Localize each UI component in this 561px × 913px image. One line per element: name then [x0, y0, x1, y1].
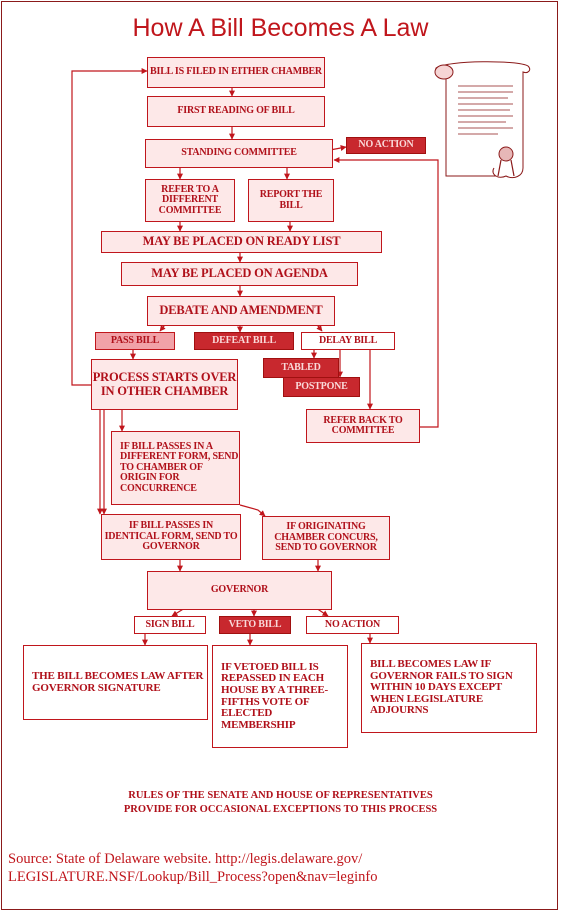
exceptions-note-line-1: RULES OF THE SENATE AND HOUSE OF REPRESE…: [128, 790, 433, 801]
outcome-no-sign-10-days: BILL BECOMES LAW IF GOVERNOR FAILS TO SI…: [361, 643, 537, 733]
step-different-form: IF BILL PASSES IN A DIFFERENT FORM, SEND…: [111, 431, 240, 505]
step-tabled: TABLED: [263, 358, 339, 378]
step-first-reading: FIRST READING OF BILL: [147, 96, 325, 127]
outcome-becomes-law: THE BILL BECOMES LAW AFTER GOVERNOR SIGN…: [23, 645, 208, 720]
step-refer-back-committee: REFER BACK TO COMMITTEE: [306, 409, 420, 443]
step-originating-concurs: IF ORIGINATING CHAMBER CONCURS, SEND TO …: [262, 516, 390, 560]
step-report-bill: REPORT THE BILL: [248, 179, 334, 222]
step-refer-different-committee: REFER TO A DIFFERENT COMMITTEE: [145, 179, 235, 222]
step-delay-bill: DELAY BILL: [301, 332, 395, 350]
step-bill-filed: BILL IS FILED IN EITHER CHAMBER: [147, 57, 325, 88]
step-governor-no-action: NO ACTION: [306, 616, 399, 634]
step-committee-no-action: NO ACTION: [346, 137, 426, 154]
diagram-title: How A Bill Becomes A Law: [132, 14, 429, 42]
source-citation: Source: State of Delaware website. http:…: [8, 850, 553, 886]
step-veto-bill: VETO BILL: [219, 616, 291, 634]
step-defeat-bill: DEFEAT BILL: [194, 332, 294, 350]
source-line-2: LEGISLATURE.NSF/Lookup/Bill_Process?open…: [8, 869, 378, 886]
step-postpone: POSTPONE: [283, 377, 360, 397]
step-governor: GOVERNOR: [147, 571, 332, 610]
outcome-veto-override: IF VETOED BILL IS REPASSED IN EACH HOUSE…: [212, 645, 348, 748]
step-ready-list: MAY BE PLACED ON READY LIST: [101, 231, 382, 253]
exceptions-note: RULES OF THE SENATE AND HOUSE OF REPRESE…: [0, 789, 561, 816]
step-standing-committee: STANDING COMMITTEE: [145, 139, 333, 168]
parchment-scroll-icon: [434, 61, 531, 179]
step-debate-amendment: DEBATE AND AMENDMENT: [147, 296, 335, 326]
step-process-starts-over: PROCESS STARTS OVER IN OTHER CHAMBER: [91, 359, 238, 410]
exceptions-note-line-2: PROVIDE FOR OCCASIONAL EXCEPTIONS TO THI…: [123, 803, 438, 815]
step-agenda: MAY BE PLACED ON AGENDA: [121, 262, 358, 286]
step-pass-bill: PASS BILL: [95, 332, 175, 350]
step-identical-form: IF BILL PASSES IN IDENTICAL FORM, SEND T…: [101, 514, 241, 560]
step-sign-bill: SIGN BILL: [134, 616, 206, 634]
source-line-1: Source: State of Delaware website. http:…: [8, 851, 363, 867]
